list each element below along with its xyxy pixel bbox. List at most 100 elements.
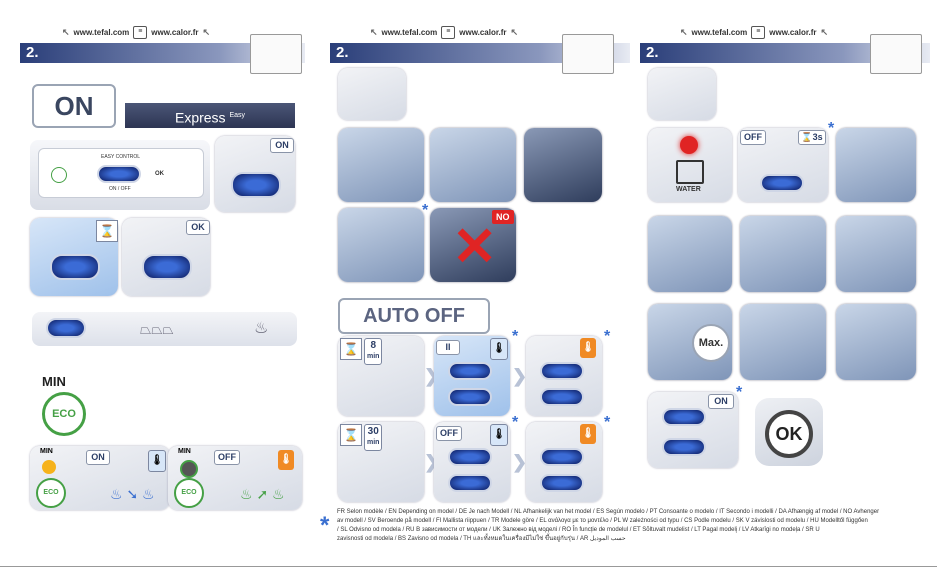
min-unit: min [367, 439, 380, 446]
onoff-button[interactable] [448, 388, 492, 406]
panel-2: ↖ www.tefal.com ≡ www.calor.fr ↖ 2. * NO… [330, 0, 630, 565]
page-bottom-line [0, 566, 937, 567]
onoff-button[interactable] [662, 408, 706, 426]
footnote-line-3: / SL Odvisno od modela / RU В зависимост… [337, 527, 820, 533]
switch-on-card: ON [648, 392, 738, 468]
onoff-button[interactable] [540, 448, 584, 466]
onoff-button[interactable] [540, 474, 584, 492]
hourglass-icon: ⌛ [340, 338, 362, 360]
onoff-button[interactable] [50, 254, 100, 280]
auto-off-label: AUTO OFF [338, 298, 490, 334]
thermometer-hot-icon: 🌡 [580, 338, 596, 358]
time-8: 8 [370, 340, 376, 351]
section-number: 2. [646, 44, 659, 61]
website-calor[interactable]: www.calor.fr [459, 28, 507, 37]
asterisk-icon: * [320, 512, 330, 539]
x-mark-icon: ✕ [452, 217, 498, 277]
onoff-button[interactable] [540, 362, 584, 380]
arrow-icon: ❯ [512, 452, 528, 472]
thermometer-icon: 🌡 [148, 450, 166, 472]
eco-small-badge: ECO [174, 478, 204, 508]
asterisk-icon: * [422, 202, 429, 219]
ready-card: OK [122, 218, 210, 296]
photo-unplug [836, 128, 916, 202]
section-number: 2. [336, 44, 349, 61]
hourglass-icon: ⌛ [340, 424, 362, 446]
steam-icon: ♨ ➘ ♨ [110, 486, 155, 502]
water-label: WATER [676, 186, 701, 193]
eco-on-card: MIN ECO ON 🌡 ♨ ➘ ♨ [30, 446, 170, 510]
on-tag: ON [270, 138, 294, 153]
section-number: 2. [26, 44, 39, 61]
press-on-card: ON [215, 136, 295, 212]
time-box-30: 30 min [364, 424, 383, 451]
express-sup: Easy [229, 112, 246, 119]
on-tag: ON [708, 394, 734, 409]
photo-steam-trigger [338, 128, 424, 202]
panel-3: ↖ www.tefal.com ≡ www.calor.fr ↖ 2. WATE… [640, 0, 930, 565]
cursor-icon: ↖ [62, 27, 70, 37]
control-panel-illustration: EASY CONTROL ON / OFF OK [30, 140, 210, 210]
steam-settings-strip: ⏢⏢⏢ ♨ [32, 312, 297, 346]
onoff-button[interactable] [46, 318, 86, 338]
onoff-button[interactable] [231, 172, 281, 198]
on-tag: ON [86, 450, 110, 465]
max-indicator: Max. [692, 324, 730, 362]
auto-off-off-card: OFF 🌡 [434, 422, 510, 502]
time-30: 30 [367, 426, 379, 437]
section-header-bar: 2. [330, 43, 630, 63]
document-icon: ≡ [751, 26, 766, 39]
onoff-button[interactable] [97, 165, 141, 183]
auto-off-30min-card: ⌛ 30 min [338, 422, 424, 502]
onoff-button[interactable] [448, 474, 492, 492]
photo-plug-in [836, 304, 916, 380]
website-calor[interactable]: www.calor.fr [151, 28, 199, 37]
asterisk-icon: * [604, 414, 611, 431]
onoff-button[interactable] [448, 448, 492, 466]
website-tefal[interactable]: www.tefal.com [381, 28, 438, 37]
website-tefal[interactable]: www.tefal.com [691, 28, 748, 37]
onoff-button[interactable] [540, 388, 584, 406]
eco-small-badge: ECO [36, 478, 66, 508]
eco-indicator-icon [51, 167, 67, 183]
onoff-button[interactable] [142, 254, 192, 280]
ok-tag: OK [186, 220, 210, 235]
photo-open-tank [648, 216, 732, 292]
footnote-line-1: FR Selon modèle / EN Depending on model … [337, 509, 880, 515]
photo-wrong-usage: NO ✕ [430, 208, 516, 282]
website-header: ↖ www.tefal.com ≡ www.calor.fr ↖ [62, 26, 210, 39]
steam-icon: ♨ [254, 320, 269, 337]
min-small-label: MIN [178, 448, 191, 455]
document-icon: ≡ [441, 26, 456, 39]
photo-close-tank [740, 304, 826, 380]
water-warning-card: WATER [648, 128, 732, 202]
express-label: Express [174, 109, 226, 126]
photo-pour-water [836, 216, 916, 292]
control-screen: EASY CONTROL ON / OFF OK [38, 148, 204, 198]
website-calor[interactable]: www.calor.fr [769, 28, 817, 37]
onoff-button[interactable] [662, 438, 706, 456]
panel-1: ↖ www.tefal.com ≡ www.calor.fr ↖ 2. ON E… [20, 0, 305, 565]
onoff-button[interactable] [760, 174, 804, 192]
footnote-line-4: zavisnosti od modela / BS Zavisno od mod… [337, 536, 626, 542]
off-tag: OFF [436, 426, 462, 441]
min-small-label: MIN [40, 448, 53, 455]
warning-light-icon [680, 136, 698, 154]
website-tefal[interactable]: www.tefal.com [73, 28, 130, 37]
eco-badge: ECO [42, 392, 86, 436]
ok-small-label: OK [155, 171, 164, 177]
asterisk-icon: * [736, 384, 743, 401]
on-label: ON [32, 84, 116, 128]
device-thumbnail [562, 34, 614, 74]
onoff-button[interactable] [448, 362, 492, 380]
steam-icon: ♨ ➚ ♨ [240, 486, 285, 502]
website-header: ↖ www.tefal.com ≡ www.calor.fr ↖ [680, 26, 828, 39]
iron-illustration [338, 68, 406, 120]
off-tag: OFF [214, 450, 240, 465]
time-box-8: 8 min [364, 338, 383, 365]
device-thumbnail [250, 34, 302, 74]
arrow-icon: ❯ [512, 366, 528, 386]
thermometer-icon: 🌡 [490, 424, 508, 446]
time-3s-tag: ⌛3s [798, 130, 826, 145]
model-footnote: FR Selon modèle / EN Depending on model … [337, 508, 932, 544]
